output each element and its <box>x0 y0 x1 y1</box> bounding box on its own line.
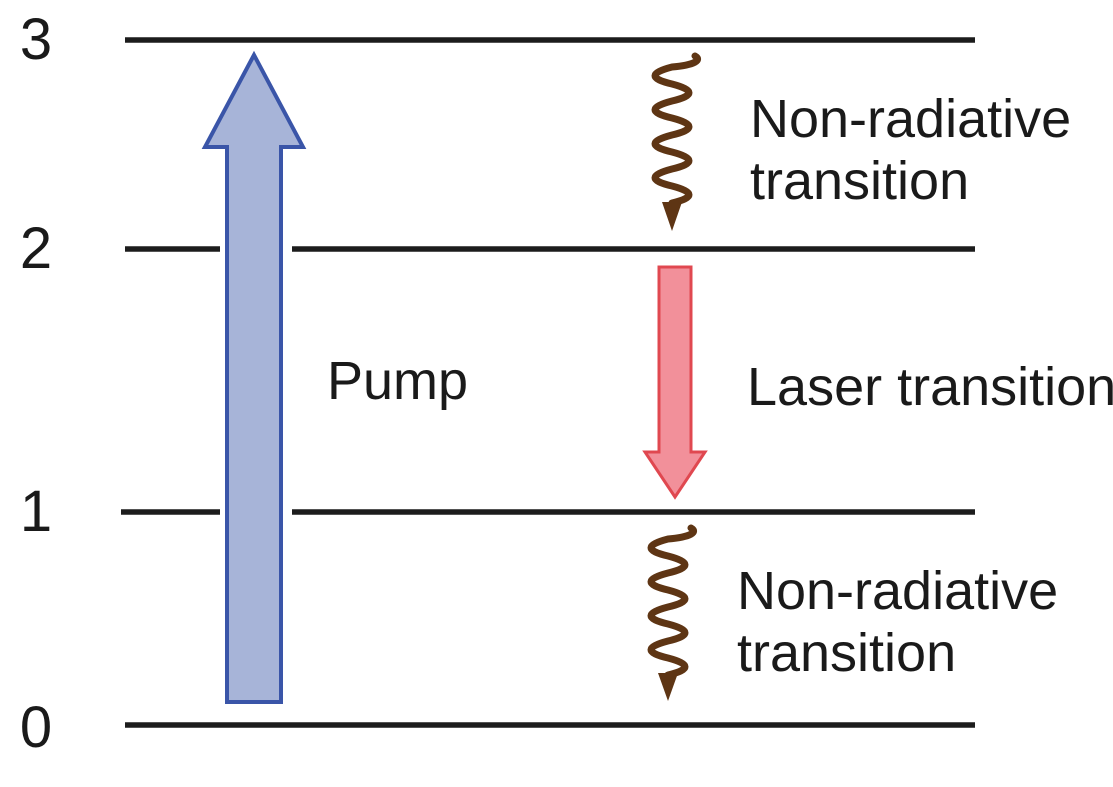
pump-arrow <box>201 50 307 704</box>
level-label-1: 1 <box>19 479 53 544</box>
level-label-3: 3 <box>19 7 53 72</box>
nonradiative-bottom-label-line1: Non-radiative <box>737 561 1059 621</box>
nonradiative-bottom-label: Non-radiative transition <box>737 560 1058 684</box>
nonradiative-bottom-label-line2: transition <box>737 623 957 683</box>
nonradiative-bottom-squiggle-arrow <box>647 524 698 681</box>
nonradiative-top-squiggle-arrow <box>651 52 702 211</box>
nonradiative-top-label: Non-radiative transition <box>750 88 1071 212</box>
nonradiative-top-arrowhead-icon <box>662 202 682 231</box>
nonradiative-bottom-arrowhead-icon <box>658 673 678 701</box>
laser-transition-arrow <box>642 265 708 500</box>
level-label-0: 0 <box>19 695 53 760</box>
level-label-2: 2 <box>19 216 53 281</box>
nonradiative-top-label-line2: transition <box>750 151 970 211</box>
nonradiative-top-label-line1: Non-radiative <box>750 89 1072 149</box>
pump-label: Pump <box>327 351 469 411</box>
laser-transition-label: Laser transition <box>747 357 1113 417</box>
